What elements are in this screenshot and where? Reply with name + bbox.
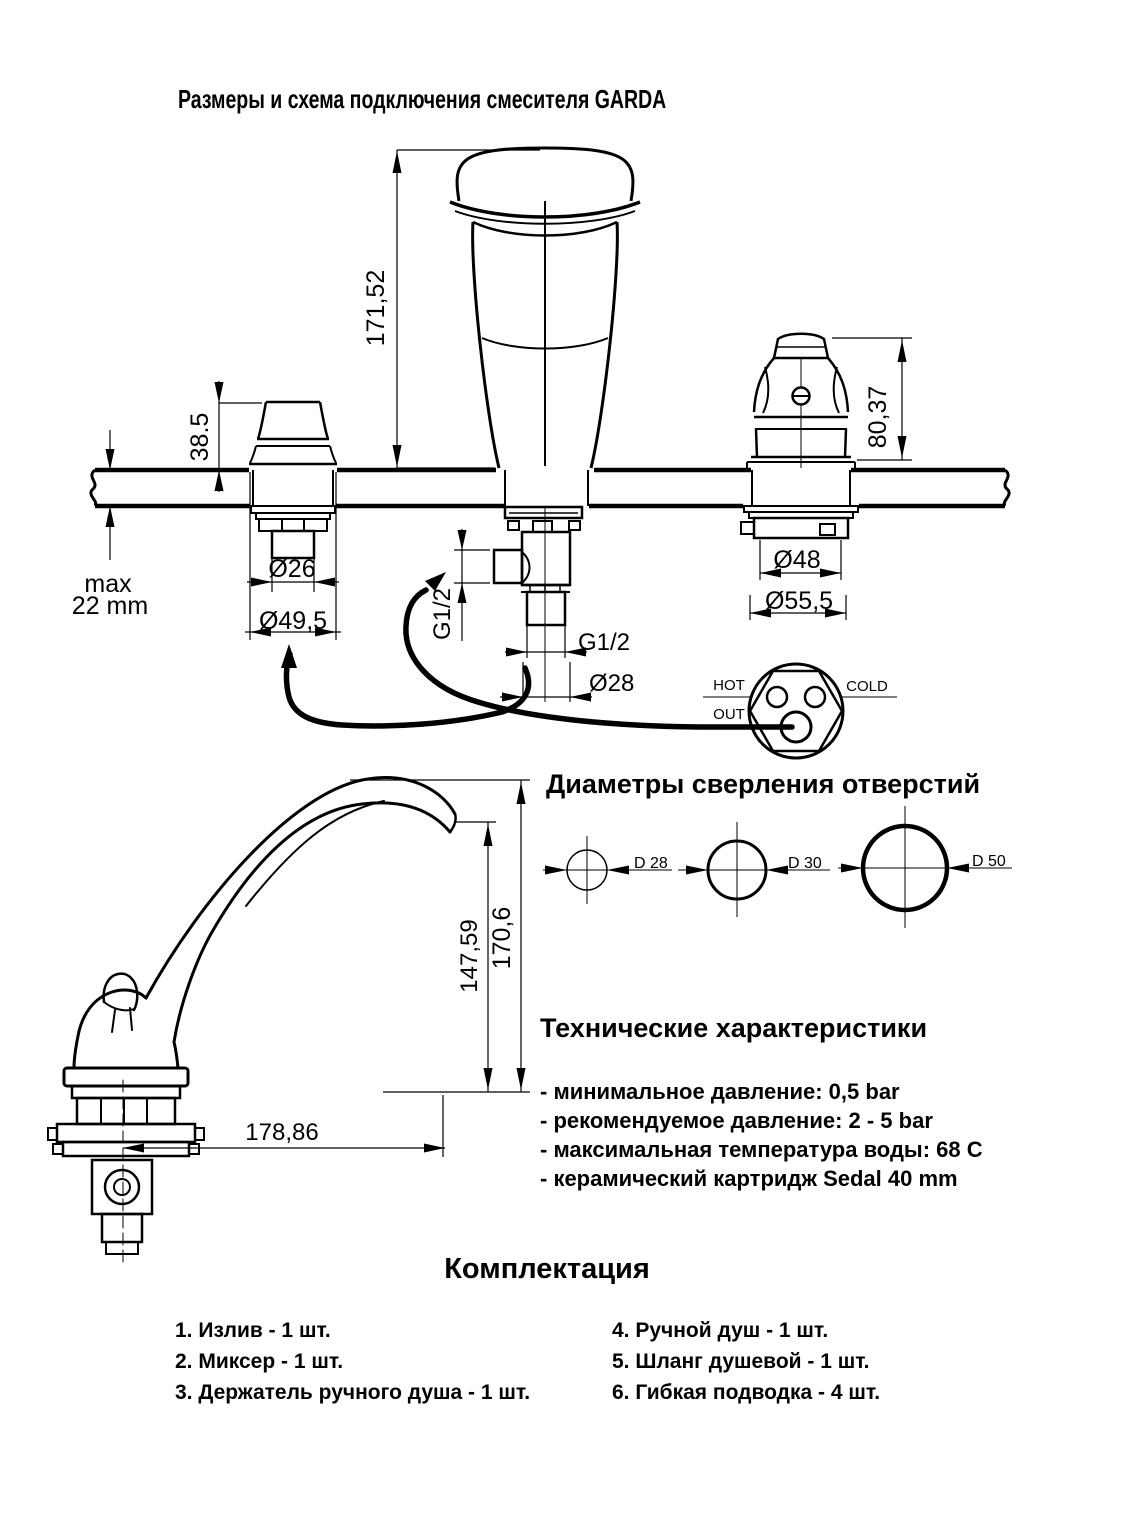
dim-spout-hole-outer: Ø49,5: [259, 607, 327, 635]
dim-bottom-thread: G1/2: [578, 629, 630, 656]
mixer-underdeck-drawing: [492, 505, 584, 702]
cold-label: COLD: [846, 678, 888, 695]
dim-mixer-hole: Ø28: [589, 670, 634, 697]
spout-dimension-arrowheads: [123, 782, 526, 1153]
package-item: 4. Ручной душ - 1 шт.: [612, 1319, 829, 1342]
shower-holder-drawing: [740, 332, 859, 540]
dim-holder-left-height: 38.5: [186, 413, 214, 462]
dim-holder-right-height: 80,37: [864, 386, 892, 449]
dim-spout-inner-height: 147,59: [456, 919, 483, 992]
spec-item: - рекомендуемое давление: 2 - 5 bar: [540, 1108, 933, 1133]
drill-d28-label: D 28: [634, 855, 668, 872]
drill-arrowheads: [545, 863, 969, 875]
spec-item: - минимальное давление: 0,5 bar: [540, 1079, 900, 1104]
dim-deck-max-2: 22 mm: [72, 592, 148, 620]
drill-section-heading: Диаметры сверления отверстий: [546, 769, 981, 799]
specs-heading: Технические характеристики: [540, 1013, 928, 1043]
dim-side-outlet-thread: G1/2: [429, 588, 456, 640]
dim-spout-length: 178,86: [245, 1119, 318, 1146]
mixer-body-drawing: [449, 146, 641, 469]
leader-arrowhead-spout-hole: [281, 644, 297, 668]
drill-d30-label: D 30: [788, 855, 822, 872]
drill-d50-label: D 50: [972, 853, 1006, 870]
hot-label: HOT: [713, 677, 745, 694]
spout-socket-drawing: [249, 400, 337, 560]
dimension-arrowheads: [105, 151, 907, 702]
package-item: 3. Держатель ручного душа - 1 шт.: [175, 1381, 531, 1404]
leader-arrow-out-to-side-outlet: [403, 587, 795, 730]
package-item: 1. Излив - 1 шт.: [175, 1319, 331, 1342]
package-list-left: 1. Излив - 1 шт. 2. Миксер - 1 шт. 3. Де…: [175, 1315, 530, 1408]
hot-cold-out-diagram: [703, 662, 897, 760]
dim-spout-outer-height: 170,6: [488, 907, 516, 970]
package-item: 2. Миксер - 1 шт.: [175, 1350, 344, 1373]
spec-item: - максимальная температура воды: 68 C: [540, 1137, 983, 1162]
leader-arrow-to-spout-hole: [283, 651, 532, 729]
package-list-right: 4. Ручной душ - 1 шт. 5. Шланг душевой -…: [612, 1315, 880, 1408]
deck-line: [89, 467, 1011, 509]
dim-mixer-height: 171,52: [362, 270, 390, 346]
package-item: 6. Гибкая подводка - 4 шт.: [612, 1381, 881, 1404]
dim-deck-max-1: max: [84, 570, 132, 598]
spout-drawing: [47, 776, 457, 1263]
dim-shower-hole-inner: Ø48: [773, 546, 820, 574]
leader-arrowhead-side-outlet: [425, 572, 446, 591]
specs-list: - минимальное давление: 0,5 bar - рекоме…: [540, 1077, 983, 1193]
dim-shower-hole-outer: Ø55,5: [765, 587, 833, 615]
spec-item: - керамический картридж Sedal 40 mm: [540, 1166, 958, 1191]
out-label: OUT: [713, 706, 745, 723]
package-heading: Комплектация: [444, 1253, 650, 1285]
dim-spout-hole-inner: Ø26: [268, 555, 315, 583]
page-title: Размеры и схема подключения смесителя GA…: [178, 84, 667, 114]
spout-dimension-lines: [123, 779, 530, 1157]
package-item: 5. Шланг душевой - 1 шт.: [612, 1350, 870, 1373]
